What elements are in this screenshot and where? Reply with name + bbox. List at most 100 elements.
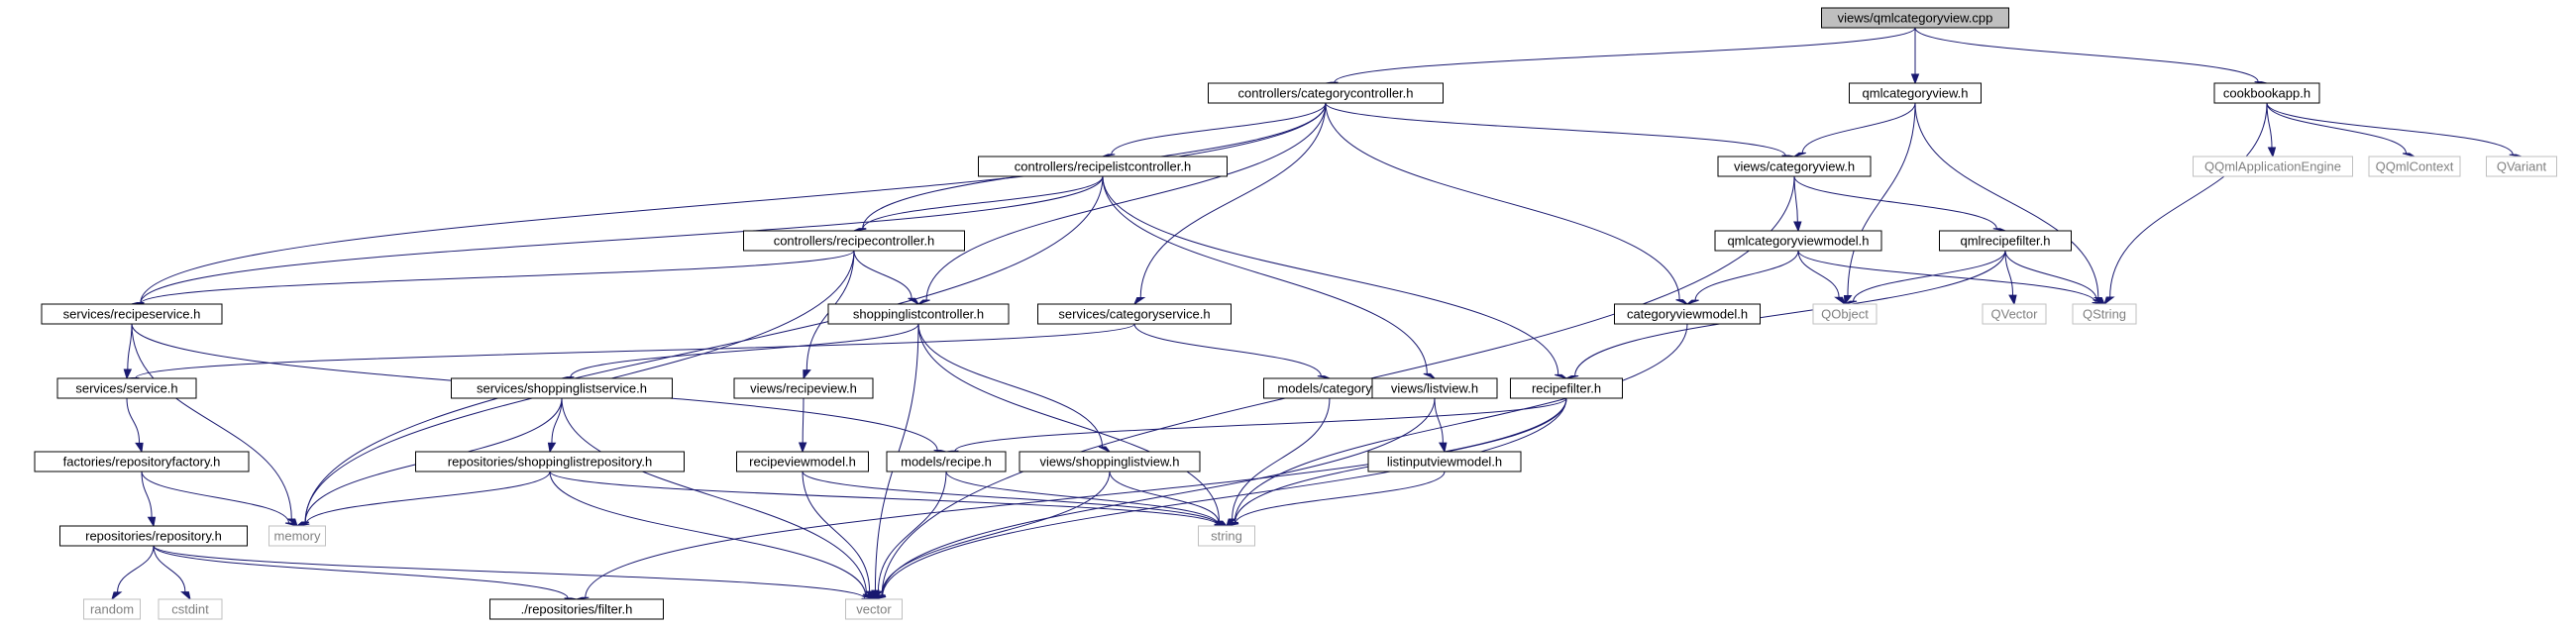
node-box [1367, 451, 1522, 472]
edge-line [585, 397, 1567, 598]
node-recview[interactable]: views/recipeview.h [733, 377, 874, 399]
edge-recfilter-to-recipe [945, 397, 1567, 453]
node-filter[interactable]: ./repositories/filter.h [489, 598, 664, 620]
edge-line [140, 175, 1104, 303]
edge-line [925, 102, 1327, 301]
edge-recview-to-recvm [798, 397, 807, 454]
edge-line [131, 323, 292, 520]
node-listinputvm[interactable]: listinputviewmodel.h [1367, 451, 1522, 472]
node-box [1208, 82, 1444, 104]
edge-line [862, 175, 1104, 230]
arrowhead [908, 297, 920, 306]
node-box [886, 451, 1007, 472]
arrowhead [798, 442, 807, 454]
node-cookbook[interactable]: cookbookapp.h [2213, 82, 2320, 104]
edge-line [140, 102, 1327, 303]
edge-line [570, 323, 919, 377]
node-qmlcatvm[interactable]: qmlcategoryviewmodel.h [1714, 230, 1882, 252]
node-recfilter[interactable]: recipefilter.h [1510, 377, 1623, 399]
node-catvm[interactable]: categoryviewmodel.h [1614, 303, 1761, 325]
arrowhead [1675, 299, 1688, 305]
node-service[interactable]: services/service.h [56, 377, 197, 399]
arrowhead [1686, 299, 1699, 305]
edge-recvm-to-vector [802, 471, 875, 601]
node-box [1614, 303, 1761, 325]
edge-catvm-to-string [1226, 323, 1688, 527]
node-cstdint: cstdint [158, 598, 223, 620]
node-recservice[interactable]: services/recipeservice.h [41, 303, 223, 325]
edge-listview-to-vector [873, 397, 1436, 600]
node-repofactory[interactable]: factories/repositoryfactory.h [34, 451, 250, 472]
edge-line [1797, 250, 1840, 298]
edge-line [153, 545, 866, 599]
node-label: cookbookapp.h [2223, 86, 2310, 101]
edge-line [153, 545, 186, 592]
node-recvm[interactable]: recipeviewmodel.h [736, 451, 869, 472]
node-box [158, 598, 223, 620]
edge-line [2109, 102, 2268, 297]
node-label: views/listview.h [1391, 381, 1478, 396]
node-recctrl[interactable]: controllers/recipecontroller.h [743, 230, 965, 252]
node-shopctrl[interactable]: shoppinglistcontroller.h [827, 303, 1010, 325]
node-label: listinputviewmodel.h [1387, 455, 1502, 470]
arrowhead [1565, 374, 1579, 379]
edge-line [561, 397, 867, 595]
edge-line [2004, 250, 2014, 296]
edge-qmlcatview-to-catview [1793, 102, 1916, 157]
node-repo[interactable]: repositories/repository.h [59, 525, 248, 547]
node-label: QVariant [2497, 159, 2547, 174]
arrowhead [933, 450, 947, 453]
arrowhead [2267, 147, 2277, 158]
edge-reclistctrl-to-recctrl [853, 175, 1104, 232]
node-box [59, 525, 248, 547]
edge-service-to-repofactory [126, 397, 144, 454]
node-box [451, 377, 673, 399]
edge-repo-to-filter [153, 545, 578, 600]
edge-line [141, 471, 153, 518]
edge-catctrl-to-reclistctrl [1102, 102, 1327, 157]
edge-line [802, 471, 1219, 526]
edge-cookbook-to-qqmlapp [2266, 102, 2277, 158]
node-shopview[interactable]: views/shoppinglistview.h [1019, 451, 1201, 472]
node-shoprepo[interactable]: repositories/shoppinglistrepository.h [415, 451, 685, 472]
edge-line [1434, 397, 1444, 444]
edge-line [1111, 102, 1327, 156]
edge-line [802, 471, 871, 592]
node-label: recipefilter.h [1532, 381, 1601, 396]
node-box [34, 451, 250, 472]
node-label: views/categoryview.h [1734, 159, 1855, 174]
arrowhead [180, 591, 191, 601]
node-vector: vector [845, 598, 903, 620]
edge-line [1914, 27, 2259, 82]
node-box [2193, 156, 2353, 177]
node-catservice[interactable]: services/categoryservice.h [1037, 303, 1232, 325]
edge-catview-to-qmlrecfilter [1793, 175, 2006, 232]
edge-line [1334, 27, 1916, 83]
node-label: qmlcategoryviewmodel.h [1727, 234, 1869, 249]
arrowhead [873, 594, 886, 600]
edge-line [1574, 250, 2006, 376]
node-reclistctrl[interactable]: controllers/recipelistcontroller.h [978, 156, 1228, 177]
node-label: models/recipe.h [901, 455, 992, 470]
node-listview[interactable]: views/listview.h [1371, 377, 1498, 399]
node-recipe[interactable]: models/recipe.h [886, 451, 1007, 472]
node-box [827, 303, 1010, 325]
edge-catctrl-to-shopctrl [917, 102, 1327, 305]
arrowhead [2103, 296, 2115, 306]
node-catctrl[interactable]: controllers/categorycontroller.h [1208, 82, 1444, 104]
edge-line [2266, 102, 2514, 156]
edge-line [1325, 102, 1680, 300]
node-shopservice[interactable]: services/shoppinglistservice.h [451, 377, 673, 399]
node-catview[interactable]: views/categoryview.h [1717, 156, 1872, 177]
edge-qmlcatvm-to-catvm [1686, 250, 1799, 305]
edge-recservice-to-memory [131, 323, 298, 528]
arrowhead [864, 590, 875, 601]
node-label: factories/repositoryfactory.h [63, 455, 221, 470]
node-qmlcatview[interactable]: qmlcategoryview.h [1849, 82, 1982, 104]
edge-line [135, 323, 1135, 378]
node-category[interactable]: models/category.h [1263, 377, 1396, 399]
node-qmlrecfilter[interactable]: qmlrecipefilter.h [1939, 230, 2072, 252]
edge-line [549, 471, 1219, 526]
dependency-nodes: views/qmlcategoryview.cppcontrollers/cat… [34, 7, 2557, 620]
edge-line [127, 323, 133, 370]
